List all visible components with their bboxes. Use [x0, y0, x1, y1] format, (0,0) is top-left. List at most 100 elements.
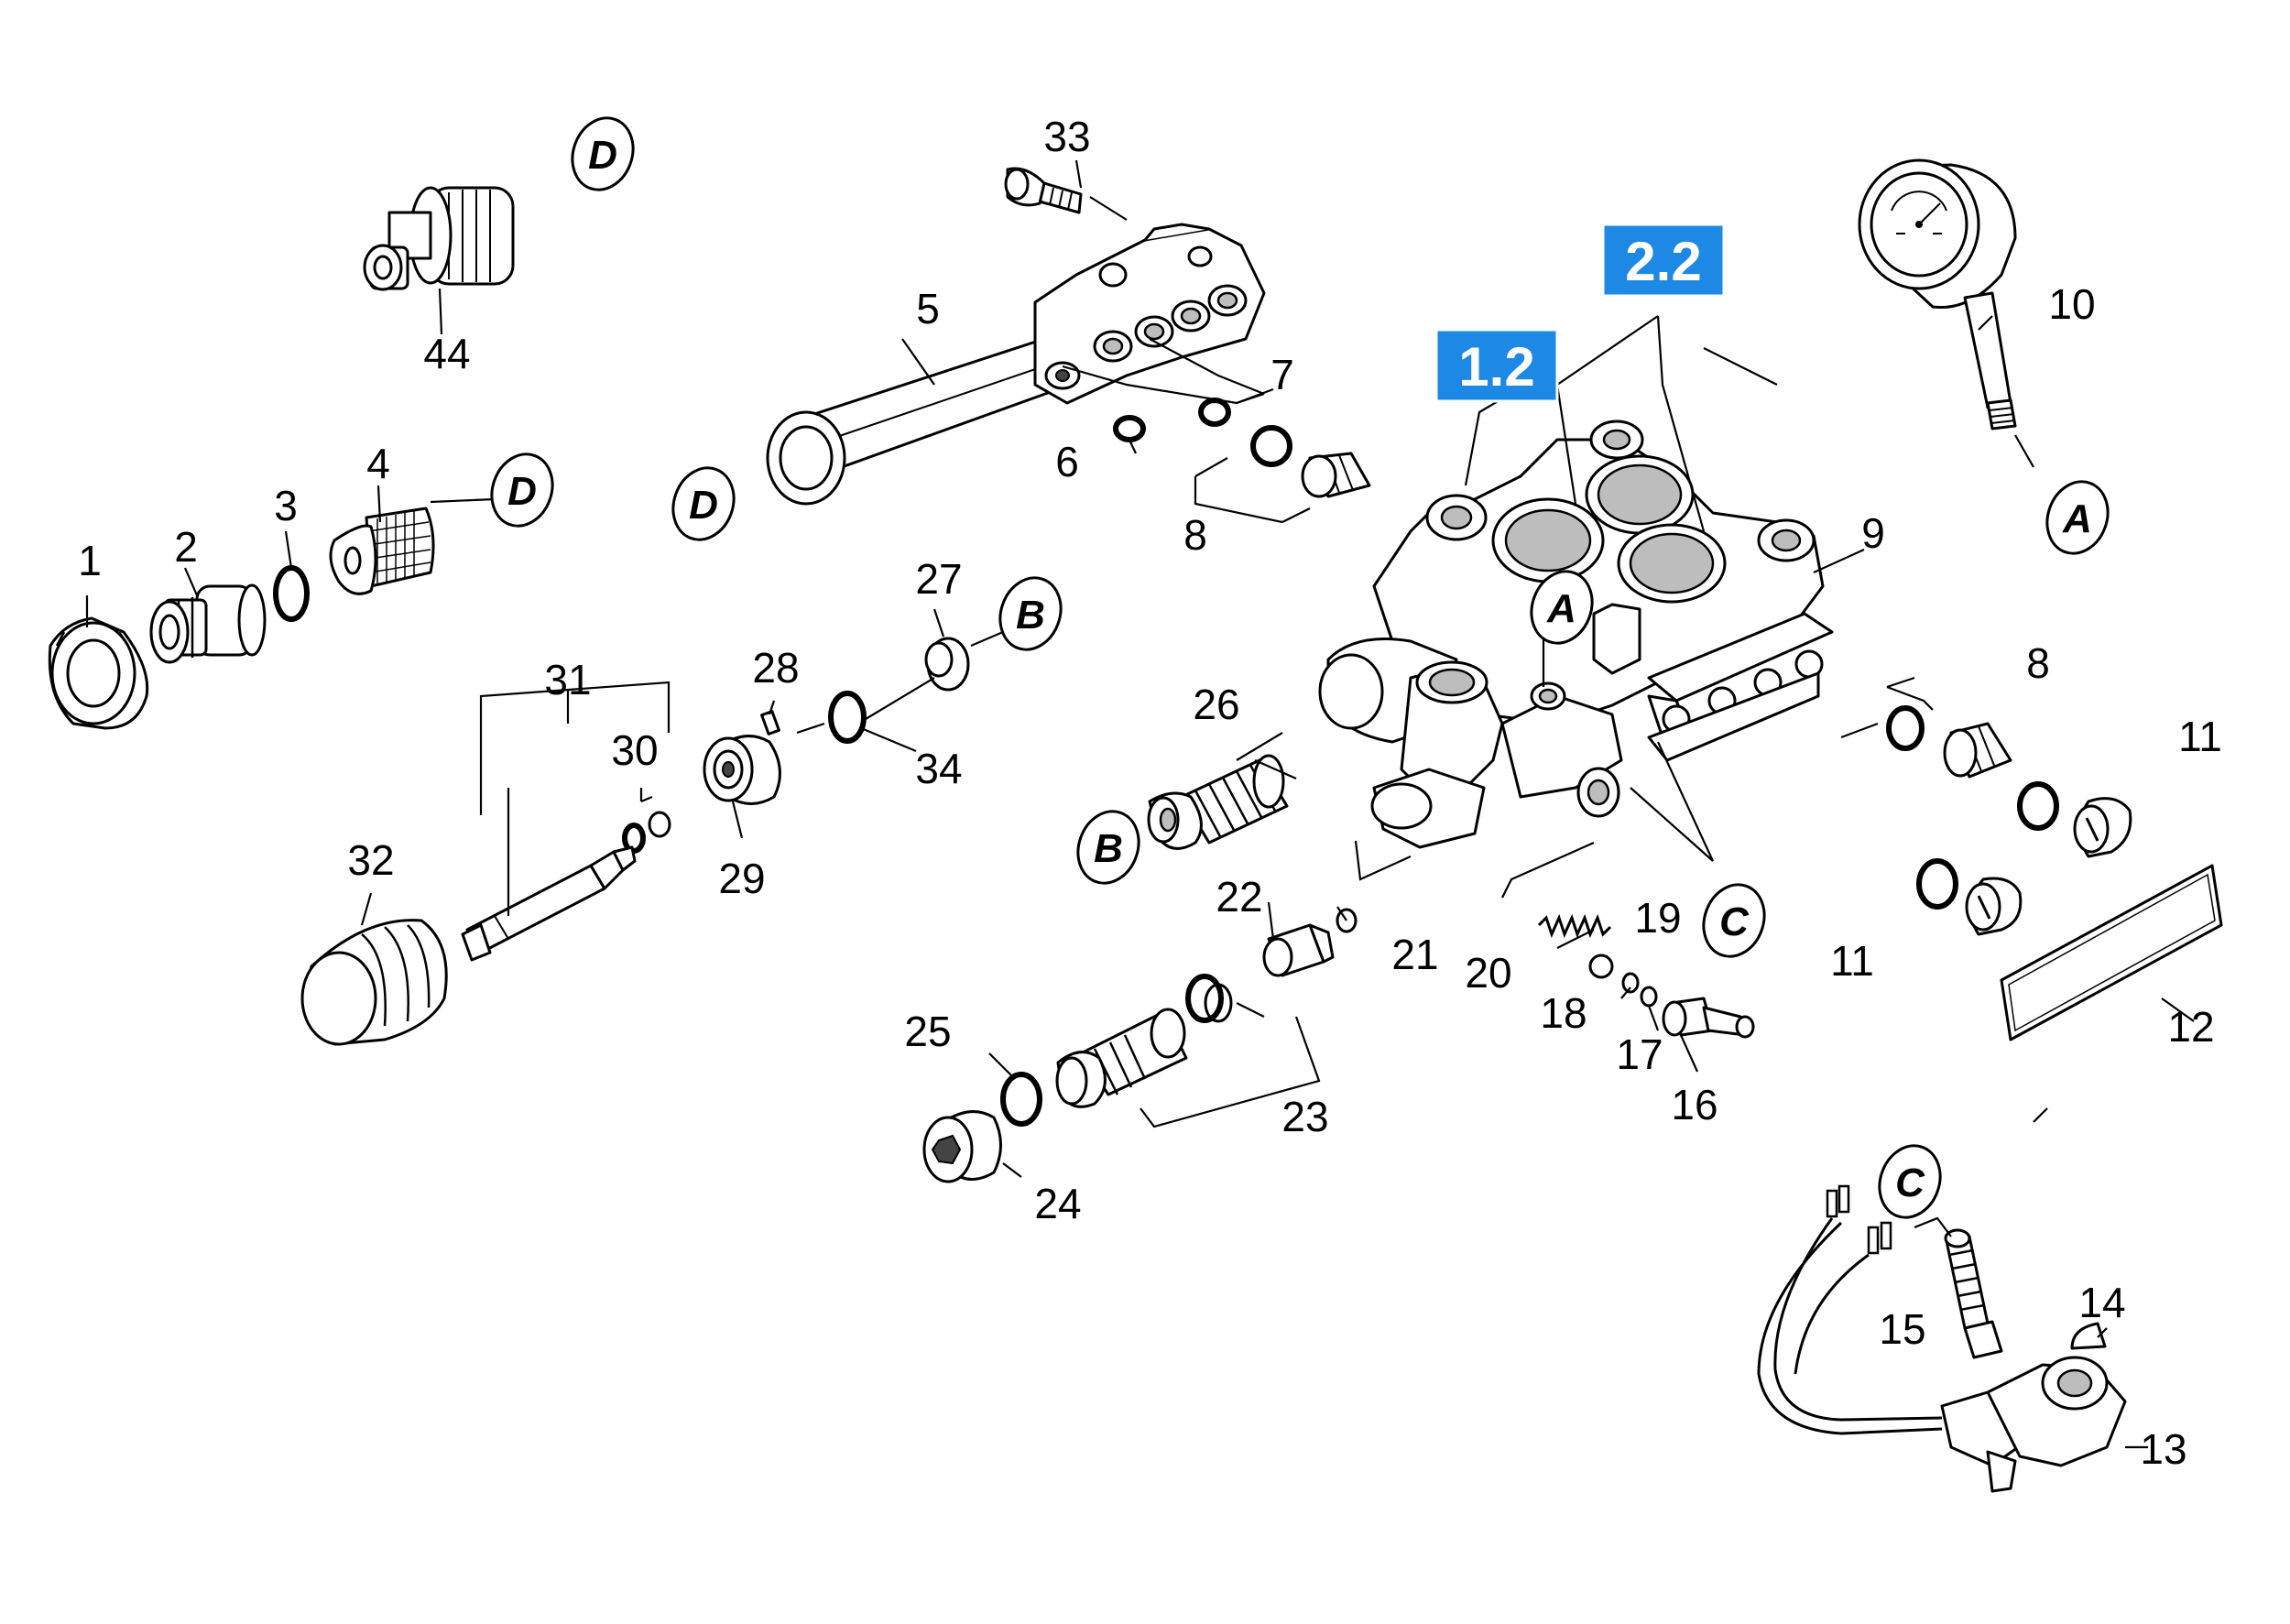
- part-7-o-ring: [1198, 398, 1231, 427]
- ref-bubble-c-body: C: [1702, 883, 1766, 958]
- callout-31: 31: [544, 656, 591, 703]
- svg-text:C: C: [1895, 1161, 1925, 1205]
- part-13-pressure-switch: [1757, 1217, 2127, 1493]
- ref-bubble-b-top: B: [998, 576, 1063, 651]
- part-31-shaft: [461, 845, 637, 962]
- part-23-valve: [1055, 974, 1233, 1108]
- part-22-valve-pin: [1262, 923, 1335, 977]
- callout-7: 7: [1270, 351, 1294, 398]
- part-25-o-ring: [1000, 1072, 1042, 1127]
- ref-bubble-d-mid: D: [490, 452, 554, 528]
- svg-text:D: D: [689, 483, 718, 528]
- callout-8-right: 8: [2026, 639, 2050, 687]
- callout-20: 20: [1465, 949, 1511, 997]
- part-19-ball: [1588, 954, 1614, 979]
- part-4-filter: [329, 507, 435, 595]
- callout-10: 10: [2048, 280, 2095, 328]
- part-26-spring-valve: [1147, 754, 1289, 850]
- ref-bubble-a-gauge: A: [2045, 480, 2110, 555]
- callout-17: 17: [1616, 1030, 1663, 1078]
- part-3-o-ring: [273, 565, 310, 622]
- callout-33: 33: [1043, 113, 1090, 160]
- callout-4: 4: [366, 440, 390, 487]
- part-24-plug: [922, 1110, 1002, 1183]
- part-1-union-nut: [48, 616, 149, 730]
- part-30-rings: [622, 811, 671, 854]
- part-2-fitting: [149, 583, 267, 664]
- badge-1-2: 1.2: [1434, 328, 1559, 403]
- callout-44: 44: [423, 330, 470, 377]
- callout-25: 25: [904, 1008, 951, 1055]
- part-17-ring: [1640, 986, 1658, 1008]
- callout-8-top: 8: [1183, 511, 1207, 559]
- svg-text:2.2: 2.2: [1625, 231, 1701, 292]
- part-33-screw: [1004, 167, 1083, 214]
- ref-bubble-d-top: D: [571, 116, 635, 191]
- callout-29: 29: [718, 855, 765, 902]
- callout-23: 23: [1281, 1093, 1328, 1140]
- callout-3: 3: [274, 482, 298, 529]
- leader-lines: [85, 159, 2195, 1449]
- callout-numbers: 1 2 3 4 44 5 33 6 7 8 9 10 8 11 11 12 14…: [78, 113, 2222, 1473]
- wire-terminals: [1826, 1184, 1892, 1255]
- callout-18: 18: [1540, 989, 1587, 1037]
- callout-27: 27: [915, 555, 962, 603]
- part-6-o-ring: [1113, 415, 1146, 442]
- svg-text:1.2: 1.2: [1458, 336, 1534, 398]
- part-16-nipple: [1662, 997, 1755, 1039]
- callout-24: 24: [1034, 1180, 1081, 1227]
- part-14-clip: [2070, 1322, 2107, 1350]
- callout-21: 21: [1391, 931, 1438, 978]
- callout-2: 2: [174, 523, 198, 571]
- part-44-connector: [363, 186, 515, 291]
- ref-bubble-b-valve: B: [1076, 810, 1140, 885]
- ref-bubble-c-switch: C: [1878, 1144, 1942, 1219]
- svg-text:D: D: [507, 469, 537, 514]
- callout-19: 19: [1634, 894, 1681, 942]
- callout-13: 13: [2140, 1425, 2186, 1473]
- callout-14: 14: [2078, 1279, 2125, 1326]
- callout-22: 22: [1216, 873, 1262, 921]
- callout-30: 30: [611, 726, 658, 774]
- part-34-o-ring: [828, 691, 867, 744]
- callout-9: 9: [1861, 509, 1885, 557]
- ref-bubble-d-pipe: D: [671, 466, 736, 541]
- svg-text:B: B: [1094, 826, 1123, 871]
- callout-11-lower: 11: [1830, 937, 1874, 985]
- callout-12: 12: [2167, 1003, 2214, 1051]
- callout-28: 28: [752, 644, 799, 692]
- callout-16: 16: [1671, 1081, 1718, 1128]
- part-11-plug-right: [2017, 781, 2132, 858]
- callout-1: 1: [78, 537, 102, 584]
- part-20-spring: [1537, 913, 1612, 939]
- part-10-pressure-gauge: [1858, 158, 2017, 431]
- part-12-plate: [2000, 864, 2223, 1041]
- callout-26: 26: [1193, 681, 1239, 728]
- part-8-valve-top: [1250, 425, 1371, 498]
- svg-text:A: A: [1546, 586, 1576, 631]
- callout-6: 6: [1055, 438, 1079, 485]
- callout-34: 34: [915, 745, 962, 792]
- svg-text:C: C: [1719, 899, 1750, 944]
- ref-bubble-a-body: A: [1530, 570, 1594, 645]
- part-29-valve-seat: [703, 735, 781, 805]
- badge-2-2: 2.2: [1601, 223, 1726, 298]
- part-32-knob: [300, 919, 448, 1046]
- svg-text:A: A: [2062, 496, 2092, 541]
- part-28-pin: [760, 710, 780, 736]
- callout-32: 32: [347, 836, 394, 884]
- part-27-washer: [924, 637, 970, 692]
- part-21-ring: [1336, 908, 1358, 933]
- callout-5: 5: [916, 285, 940, 332]
- part-8-valve-right: [1886, 705, 2012, 779]
- part-11-plug-lower: [1916, 858, 2023, 936]
- part-15-piston: [1944, 1228, 2003, 1359]
- callout-15: 15: [1879, 1305, 1925, 1353]
- callout-11-right: 11: [2178, 713, 2222, 760]
- svg-text:B: B: [1016, 593, 1045, 638]
- svg-text:D: D: [588, 133, 617, 178]
- part-18-ring: [1621, 972, 1640, 994]
- part-5-manifold-pipe: [766, 223, 1266, 506]
- part-9-pump-head: [1318, 420, 1834, 849]
